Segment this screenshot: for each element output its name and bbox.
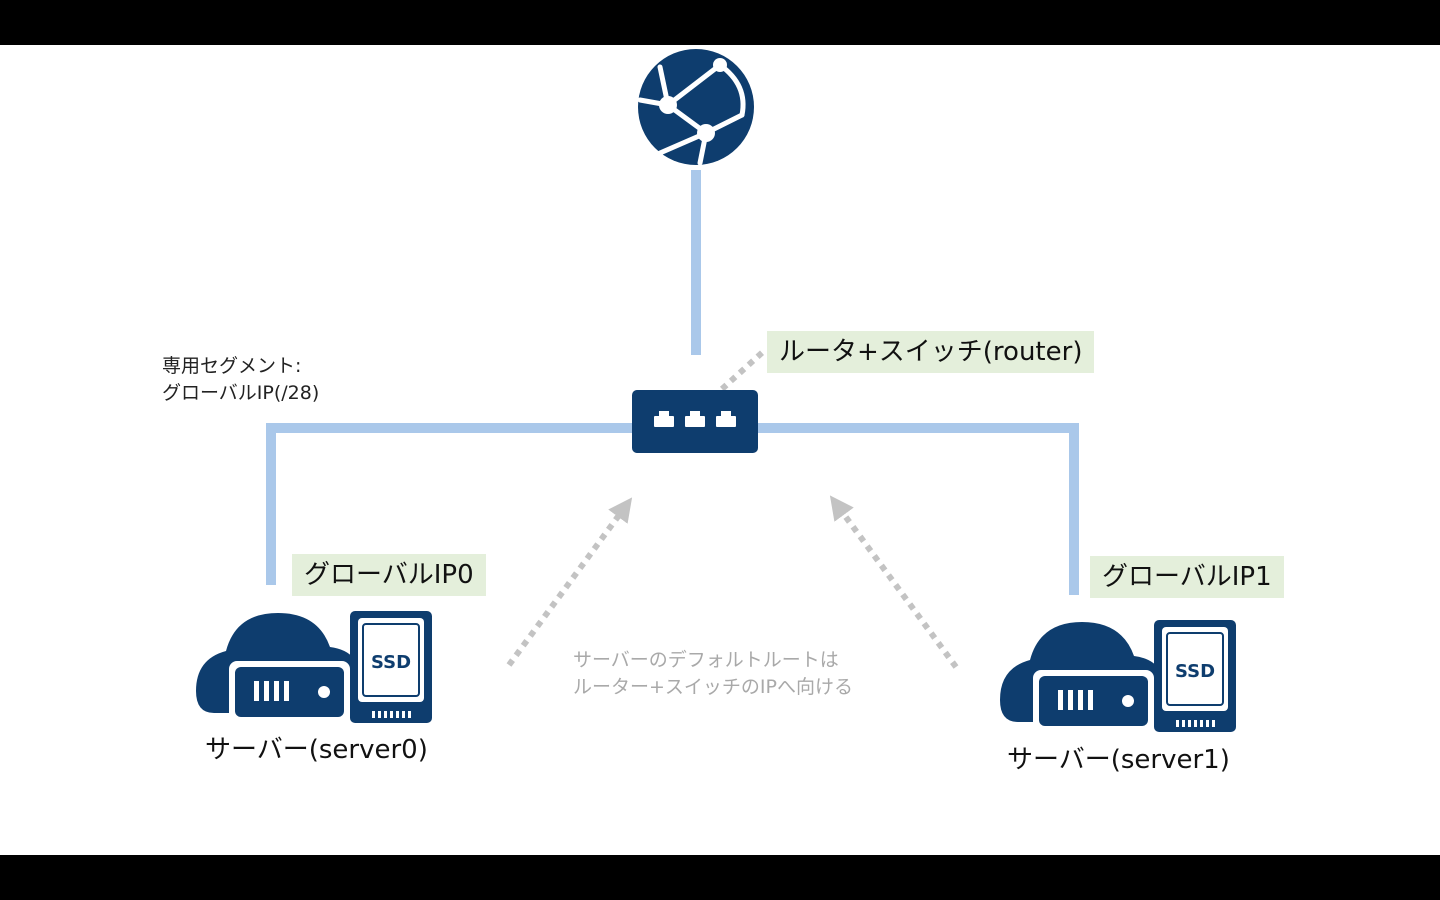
- link-server0: [266, 423, 638, 585]
- ssd-label-server0: SSD: [371, 652, 411, 673]
- default-route-arrow-right: [829, 495, 959, 669]
- globe-network-icon: [637, 49, 754, 166]
- note-line2: ルーター+スイッチのIPへ向ける: [573, 676, 853, 698]
- note-line1: サーバーのデフォルトルートは: [573, 649, 839, 671]
- server1-name: サーバー(server1): [1007, 745, 1230, 775]
- default-route-note: サーバーのデフォルトルートは ルーター+スイッチのIPへ向ける: [573, 647, 853, 701]
- ssd-icon-server1: SSD: [1154, 620, 1236, 732]
- server0-name: サーバー(server0): [205, 735, 428, 765]
- link-server1: [756, 423, 1079, 595]
- segment-label-line2: グローバルIP(/28): [162, 382, 320, 404]
- cloud-server-icon-server0: [196, 613, 362, 723]
- segment-label-line1: 専用セグメント:: [162, 355, 302, 377]
- default-route-arrow-left: [506, 497, 633, 667]
- dotted-arrows: [506, 347, 959, 669]
- network-diagram: SSD: [196, 49, 1236, 732]
- ip-tag-server0: グローバルIP0: [292, 554, 486, 596]
- segment-label: 専用セグメント: グローバルIP(/28): [162, 353, 319, 407]
- ssd-icon-server0: SSD: [350, 611, 432, 723]
- cloud-server-icon-server1: [1000, 622, 1166, 732]
- network-links: [266, 170, 1079, 595]
- ssd-label-server1: SSD: [1175, 661, 1215, 682]
- diagram-canvas: SSD: [0, 45, 1440, 855]
- router-label: ルータ+スイッチ(router): [767, 331, 1095, 373]
- router-switch-icon: [632, 390, 758, 453]
- ip-tag-server1: グローバルIP1: [1090, 556, 1284, 598]
- router-label-leader: [719, 347, 768, 392]
